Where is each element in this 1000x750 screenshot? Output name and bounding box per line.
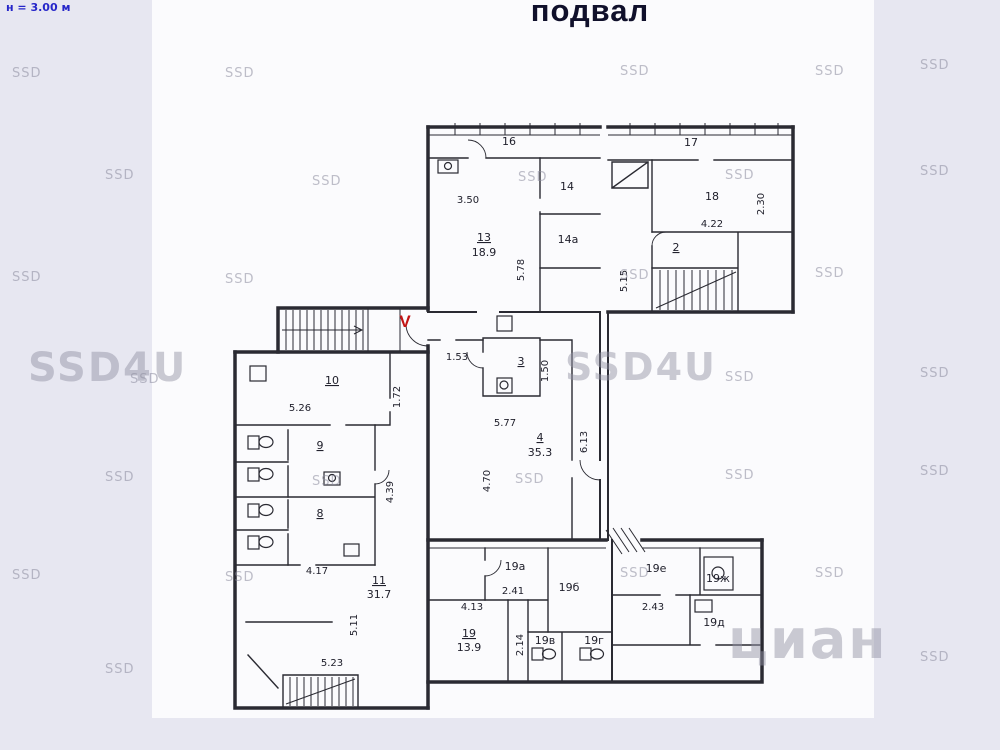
page-title: подвал [530, 0, 650, 28]
plan-label: 5.77 [494, 418, 516, 429]
toilet-icon [247, 535, 274, 550]
plan-label: 18 [705, 190, 719, 203]
sink-icon [496, 315, 513, 332]
plan-label: 8 [317, 507, 324, 520]
plan-label: 1.72 [392, 386, 403, 408]
plan-label: 5.11 [349, 614, 360, 636]
shower-icon [703, 556, 734, 591]
plan-label: 4.17 [306, 566, 328, 577]
plan-label: 1.50 [540, 360, 551, 382]
plan-label: 16 [502, 135, 516, 148]
plan-label: 13.9 [457, 641, 482, 654]
staircase-hatching [282, 270, 737, 706]
plan-label: 5.15 [619, 270, 630, 292]
walls-medium [427, 311, 613, 683]
sink-icon [694, 599, 713, 613]
fixtures [247, 159, 734, 661]
plan-label: 4.70 [482, 470, 493, 492]
wall-details [428, 123, 793, 549]
toilet-icon [531, 647, 557, 661]
plan-label: 19д [703, 616, 725, 629]
scanned-page [152, 0, 874, 718]
plan-label: 11 [372, 574, 386, 587]
toilet-icon [496, 377, 513, 394]
plan-label: 17 [684, 136, 698, 149]
plan-label: 4.22 [701, 219, 723, 230]
red-v-marker: V [399, 312, 411, 331]
walls-interior [234, 157, 794, 709]
plan-label: 3 [518, 355, 525, 368]
plan-label: 19е [646, 562, 667, 575]
plan-label: 4.39 [385, 481, 396, 503]
door-arcs [374, 139, 667, 577]
plan-label: 4.13 [461, 602, 483, 613]
toilet-icon [247, 503, 274, 518]
height-note: н = 3.00 м [6, 1, 71, 14]
plan-label: 9 [317, 439, 324, 452]
plan-label: 14 [560, 180, 574, 193]
sink-icon [343, 543, 360, 557]
plan-label: 2.14 [515, 634, 526, 656]
plan-label: 31.7 [367, 588, 392, 601]
sink-icon [437, 159, 459, 174]
plan-label: 19а [505, 560, 526, 573]
plan-label: 14а [558, 233, 579, 246]
plan-label: 5.26 [289, 403, 311, 414]
plan-label: 2 [673, 241, 680, 254]
plan-label: 18.9 [472, 246, 497, 259]
plan-label: 2.41 [502, 586, 524, 597]
plan-label: 19в [535, 634, 555, 647]
plan-label: 35.3 [528, 446, 553, 459]
plan-label: 6.13 [579, 431, 590, 453]
plan-label: 5.23 [321, 658, 343, 669]
plan-label: 19ж [706, 572, 730, 585]
red-marker-layer: V [399, 312, 411, 331]
plan-label: 5.78 [516, 259, 527, 281]
plan-label: 19б [559, 581, 580, 594]
sink-icon [323, 471, 341, 486]
toilet-icon [247, 435, 274, 450]
toilet-icon [579, 647, 605, 661]
plan-label: 13 [477, 231, 491, 244]
plan-label: 4 [537, 431, 544, 444]
toilet-icon [247, 467, 274, 482]
plan-label: 1.53 [446, 352, 468, 363]
plan-label: 10 [325, 374, 339, 387]
plan-label: 2.30 [756, 193, 767, 215]
plan-label: 19 [462, 627, 476, 640]
plan-label: 3.50 [457, 195, 479, 206]
plan-label: 2.43 [642, 602, 664, 613]
room-labels-layer: 16 17 3.50 14 13 18.9 5.78 14а 18 4.22 2.30 2 5.15 1.… [289, 135, 767, 669]
plan-label: 19г [584, 634, 604, 647]
sink-icon [249, 365, 267, 382]
